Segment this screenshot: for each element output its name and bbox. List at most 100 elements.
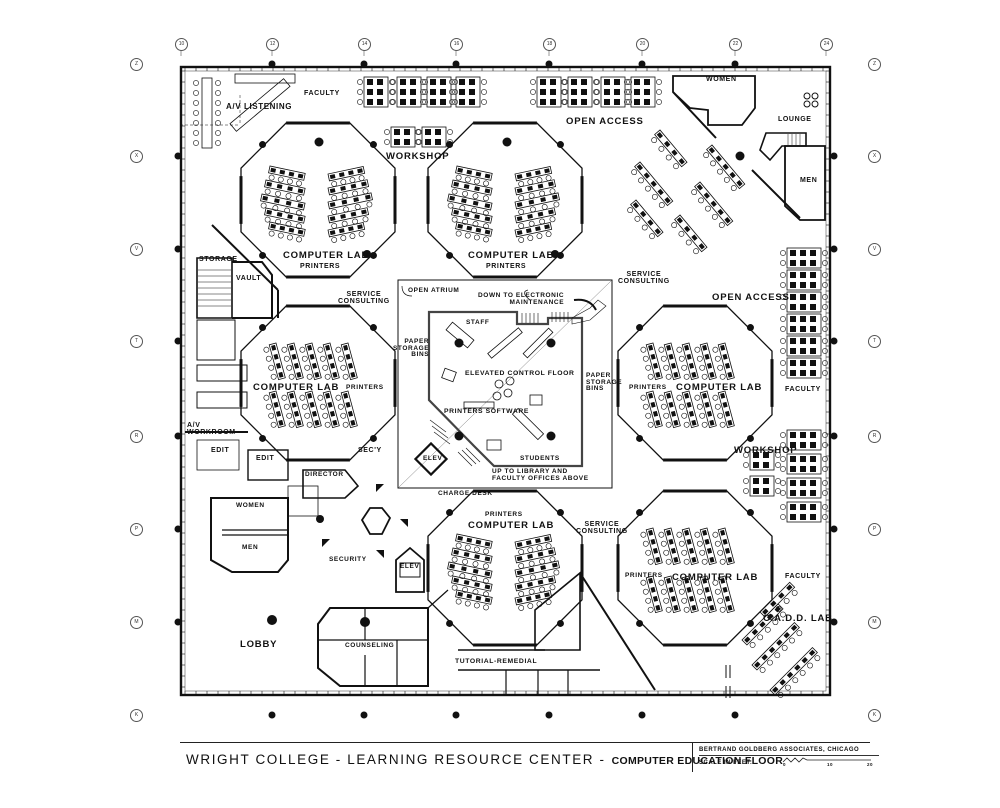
room-label-elevated-control-floor: ELEVATED CONTROL FLOOR bbox=[465, 370, 575, 377]
room-label-secy: SEC'Y bbox=[358, 447, 382, 454]
workstation-row bbox=[335, 342, 358, 381]
workstation-row bbox=[268, 221, 306, 243]
control-floor-furniture bbox=[441, 321, 554, 451]
scale-tick-0: 0 bbox=[783, 762, 787, 767]
room-label-av-listening: A/V LISTENING bbox=[226, 102, 293, 111]
workstation-row bbox=[514, 560, 560, 583]
elevated-control-floor bbox=[427, 310, 584, 468]
perimeter-column bbox=[638, 711, 646, 719]
perimeter-column bbox=[830, 152, 838, 160]
open-access-table bbox=[536, 76, 562, 108]
perimeter-column bbox=[830, 432, 838, 440]
structural-column bbox=[446, 619, 454, 627]
exterior-wall bbox=[179, 65, 832, 697]
room-label-service-consulting-ne: SERVICE CONSULTING bbox=[618, 271, 670, 285]
grid-row-Z-right: Z bbox=[868, 58, 881, 71]
grid-row-X-left: X bbox=[130, 150, 143, 163]
structural-column bbox=[746, 434, 754, 442]
perimeter-column bbox=[268, 60, 276, 68]
structural-column bbox=[556, 509, 564, 517]
perimeter-column bbox=[731, 711, 739, 719]
grid-row-V-left: V bbox=[130, 243, 143, 256]
arrow-icons bbox=[322, 484, 408, 558]
structural-column bbox=[446, 251, 454, 259]
room-label-edit-2: EDIT bbox=[256, 455, 275, 462]
diagonal-workstation-row bbox=[751, 622, 803, 673]
room-label-computer-lab-s: COMPUTER LAB bbox=[468, 520, 555, 531]
room-label-edit-1: EDIT bbox=[211, 447, 230, 454]
structural-column bbox=[369, 141, 377, 149]
workstation-row bbox=[281, 342, 304, 381]
room-label-students: STUDENTS bbox=[520, 455, 560, 462]
room-label-lobby: LOBBY bbox=[240, 639, 278, 650]
av-carrel-row bbox=[234, 73, 296, 84]
workshop-table bbox=[749, 475, 775, 497]
structural-column bbox=[746, 619, 754, 627]
director-office bbox=[302, 469, 360, 499]
drawing-title-main: WRIGHT COLLEGE - LEARNING RESOURCE CENTE… bbox=[186, 752, 606, 767]
diagonal-workstation-row bbox=[671, 214, 708, 255]
workstation-row bbox=[455, 221, 493, 243]
perimeter-column bbox=[174, 525, 182, 533]
restroom-women-top bbox=[672, 75, 756, 126]
room-label-lounge: LOUNGE bbox=[778, 116, 812, 123]
structural-column bbox=[259, 251, 267, 259]
workstation-row bbox=[712, 390, 735, 429]
workstation-row bbox=[694, 342, 717, 381]
diagonal-workstation-row bbox=[651, 129, 688, 170]
room-label-faculty-se: FACULTY bbox=[785, 573, 821, 580]
room-label-computer-lab-nw: COMPUTER LAB bbox=[283, 250, 370, 261]
room-label-printers-nw: PRINTERS bbox=[300, 263, 341, 270]
workstation-row bbox=[712, 575, 735, 614]
open-access-table bbox=[786, 335, 822, 357]
av-carrel-row bbox=[201, 77, 213, 149]
structural-column bbox=[636, 509, 644, 517]
perimeter-column bbox=[174, 432, 182, 440]
grid-column-16: 16 bbox=[450, 38, 463, 51]
room-label-printers-n: PRINTERS bbox=[486, 263, 527, 270]
room-label-cadd-lab: C.A.D.D. LAB bbox=[763, 613, 833, 624]
workstation-row bbox=[260, 193, 306, 216]
room-label-open-access: OPEN ACCESS bbox=[566, 116, 644, 127]
open-access-table bbox=[786, 291, 822, 313]
grid-row-X-right: X bbox=[868, 150, 881, 163]
room-label-printers-software: PRINTERS SOFTWARE bbox=[444, 408, 529, 415]
workstation-row bbox=[281, 390, 304, 429]
structural-column bbox=[636, 434, 644, 442]
workstation-row bbox=[335, 390, 358, 429]
scale-tick-10: 10 bbox=[827, 762, 834, 767]
diagonal-workstation-row bbox=[691, 181, 734, 228]
perimeter-column bbox=[731, 60, 739, 68]
open-access-table bbox=[786, 247, 822, 269]
workstation-row bbox=[299, 390, 322, 429]
grid-row-R-right: R bbox=[868, 430, 881, 443]
workstation-row bbox=[451, 179, 493, 202]
workstation-row bbox=[264, 207, 306, 230]
workstation-row bbox=[514, 222, 553, 243]
workshop-table bbox=[421, 126, 447, 148]
room-label-service-consulting-w: SERVICE CONSULTING bbox=[338, 291, 390, 305]
open-access-table bbox=[630, 76, 656, 108]
workstation-row bbox=[712, 527, 735, 566]
workstation-row bbox=[640, 527, 663, 566]
workstation-row bbox=[694, 390, 717, 429]
room-label-men: MEN bbox=[800, 177, 818, 184]
structural-column bbox=[556, 619, 564, 627]
open-access-table bbox=[786, 269, 822, 291]
perimeter-column bbox=[174, 152, 182, 160]
workstation-row bbox=[640, 390, 663, 429]
workshop-table bbox=[749, 449, 775, 471]
perimeter-column bbox=[360, 711, 368, 719]
diagonal-workstation-row bbox=[759, 581, 798, 620]
room-label-director: DIRECTOR bbox=[305, 471, 344, 478]
perimeter-column bbox=[268, 711, 276, 719]
perimeter-column bbox=[360, 60, 368, 68]
firm-name: BERTRAND GOLDBERG ASSOCIATES, CHICAGO bbox=[699, 747, 879, 756]
workshop-table bbox=[786, 453, 822, 475]
exterior-wall-inner bbox=[184, 70, 827, 692]
room-label-women-lobby: WOMEN bbox=[236, 502, 265, 509]
diagonal-workstation-row bbox=[769, 647, 821, 698]
workstation-row bbox=[451, 207, 493, 230]
room-label-elev-center: ELEV bbox=[423, 455, 443, 462]
grid-row-K-right: K bbox=[868, 709, 881, 722]
